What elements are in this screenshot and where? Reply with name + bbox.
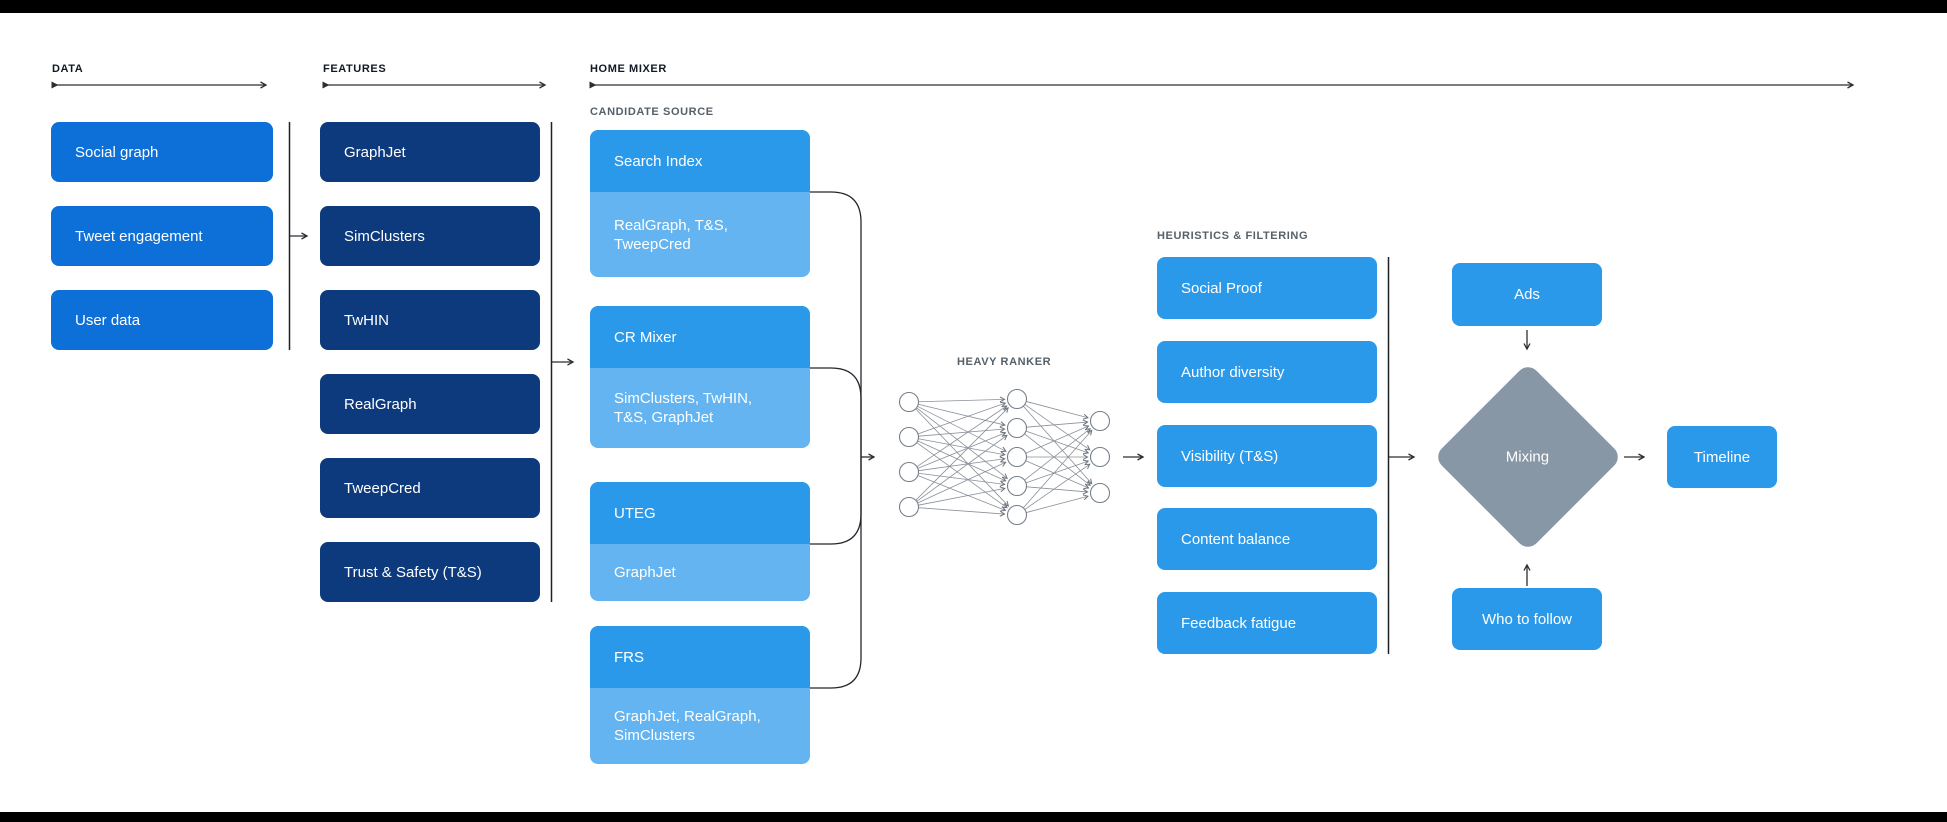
candidate-source-name: UTEG	[590, 482, 810, 544]
heuristic-box-visibility: Visibility (T&S)	[1157, 425, 1377, 487]
candidate-source-name: FRS	[590, 626, 810, 688]
feature-box-graphjet: GraphJet	[320, 122, 540, 182]
candidate-source-name: CR Mixer	[590, 306, 810, 368]
data-box-tweet-engagement: Tweet engagement	[51, 206, 273, 266]
neural-network-node	[1089, 446, 1111, 468]
flow-arrows	[290, 232, 1646, 586]
neural-network-node	[898, 461, 920, 483]
heuristic-box-social-proof: Social Proof	[1157, 257, 1377, 319]
candidate-group-frs: FRS GraphJet, RealGraph, SimClusters	[590, 626, 810, 764]
candidate-source-uses: GraphJet	[590, 544, 810, 601]
search-index-connector	[810, 191, 862, 457]
heuristic-box-content-balance: Content balance	[1157, 508, 1377, 570]
heuristics-filtering-label: HEURISTICS & FILTERING	[1157, 230, 1309, 242]
neural-network-node	[1006, 446, 1028, 468]
feature-box-trust-safety: Trust & Safety (T&S)	[320, 542, 540, 602]
neural-network-node	[1006, 475, 1028, 497]
candidate-source-uses: SimClusters, TwHIN, T&S, GraphJet	[590, 368, 810, 448]
neural-network-node	[898, 391, 920, 413]
neural-network-node	[1006, 388, 1028, 410]
data-box-user-data: User data	[51, 290, 273, 350]
who-to-follow-box: Who to follow	[1452, 588, 1602, 650]
feature-box-tweepcred: TweepCred	[320, 458, 540, 518]
candidate-source-uses: GraphJet, RealGraph, SimClusters	[590, 688, 810, 764]
neural-network-node	[898, 426, 920, 448]
bottom-letterbox-bar	[0, 812, 1947, 822]
candidate-group-search-index: Search Index RealGraph, T&S, TweepCred	[590, 130, 810, 277]
neural-network-node	[1006, 417, 1028, 439]
candidate-source-name: Search Index	[590, 130, 810, 192]
frs-connector	[810, 457, 862, 689]
data-box-social-graph: Social graph	[51, 122, 273, 182]
feature-box-realgraph: RealGraph	[320, 374, 540, 434]
feature-box-simclusters: SimClusters	[320, 206, 540, 266]
timeline-box: Timeline	[1667, 426, 1777, 488]
candidate-source-uses: RealGraph, T&S, TweepCred	[590, 192, 810, 277]
candidate-source-label: CANDIDATE SOURCE	[590, 106, 714, 118]
neural-network-node	[1006, 504, 1028, 526]
section-header-features: FEATURES	[323, 63, 387, 75]
ads-box: Ads	[1452, 263, 1602, 326]
candidate-merge-connectors	[810, 191, 862, 689]
neural-network-node	[1089, 482, 1111, 504]
stage-separator-lines	[288, 122, 1390, 654]
heuristic-box-author-diversity: Author diversity	[1157, 341, 1377, 403]
mixing-diamond-label: Mixing	[1506, 448, 1550, 466]
heuristic-box-feedback-fatigue: Feedback fatigue	[1157, 592, 1377, 654]
candidate-group-cr-mixer: CR Mixer SimClusters, TwHIN, T&S, GraphJ…	[590, 306, 810, 448]
section-header-data: DATA	[52, 63, 84, 75]
neural-network-node	[1089, 410, 1111, 432]
cr-mixer-connector	[810, 367, 862, 457]
section-header-home-mixer: HOME MIXER	[590, 63, 667, 75]
neural-network-node	[898, 496, 920, 518]
candidate-group-uteg: UTEG GraphJet	[590, 482, 810, 601]
heavy-ranker-label: HEAVY RANKER	[957, 356, 1052, 368]
neural-network	[898, 388, 1111, 526]
feature-box-twhin: TwHIN	[320, 290, 540, 350]
top-letterbox-bar	[0, 0, 1947, 13]
uteg-connector	[810, 457, 862, 545]
